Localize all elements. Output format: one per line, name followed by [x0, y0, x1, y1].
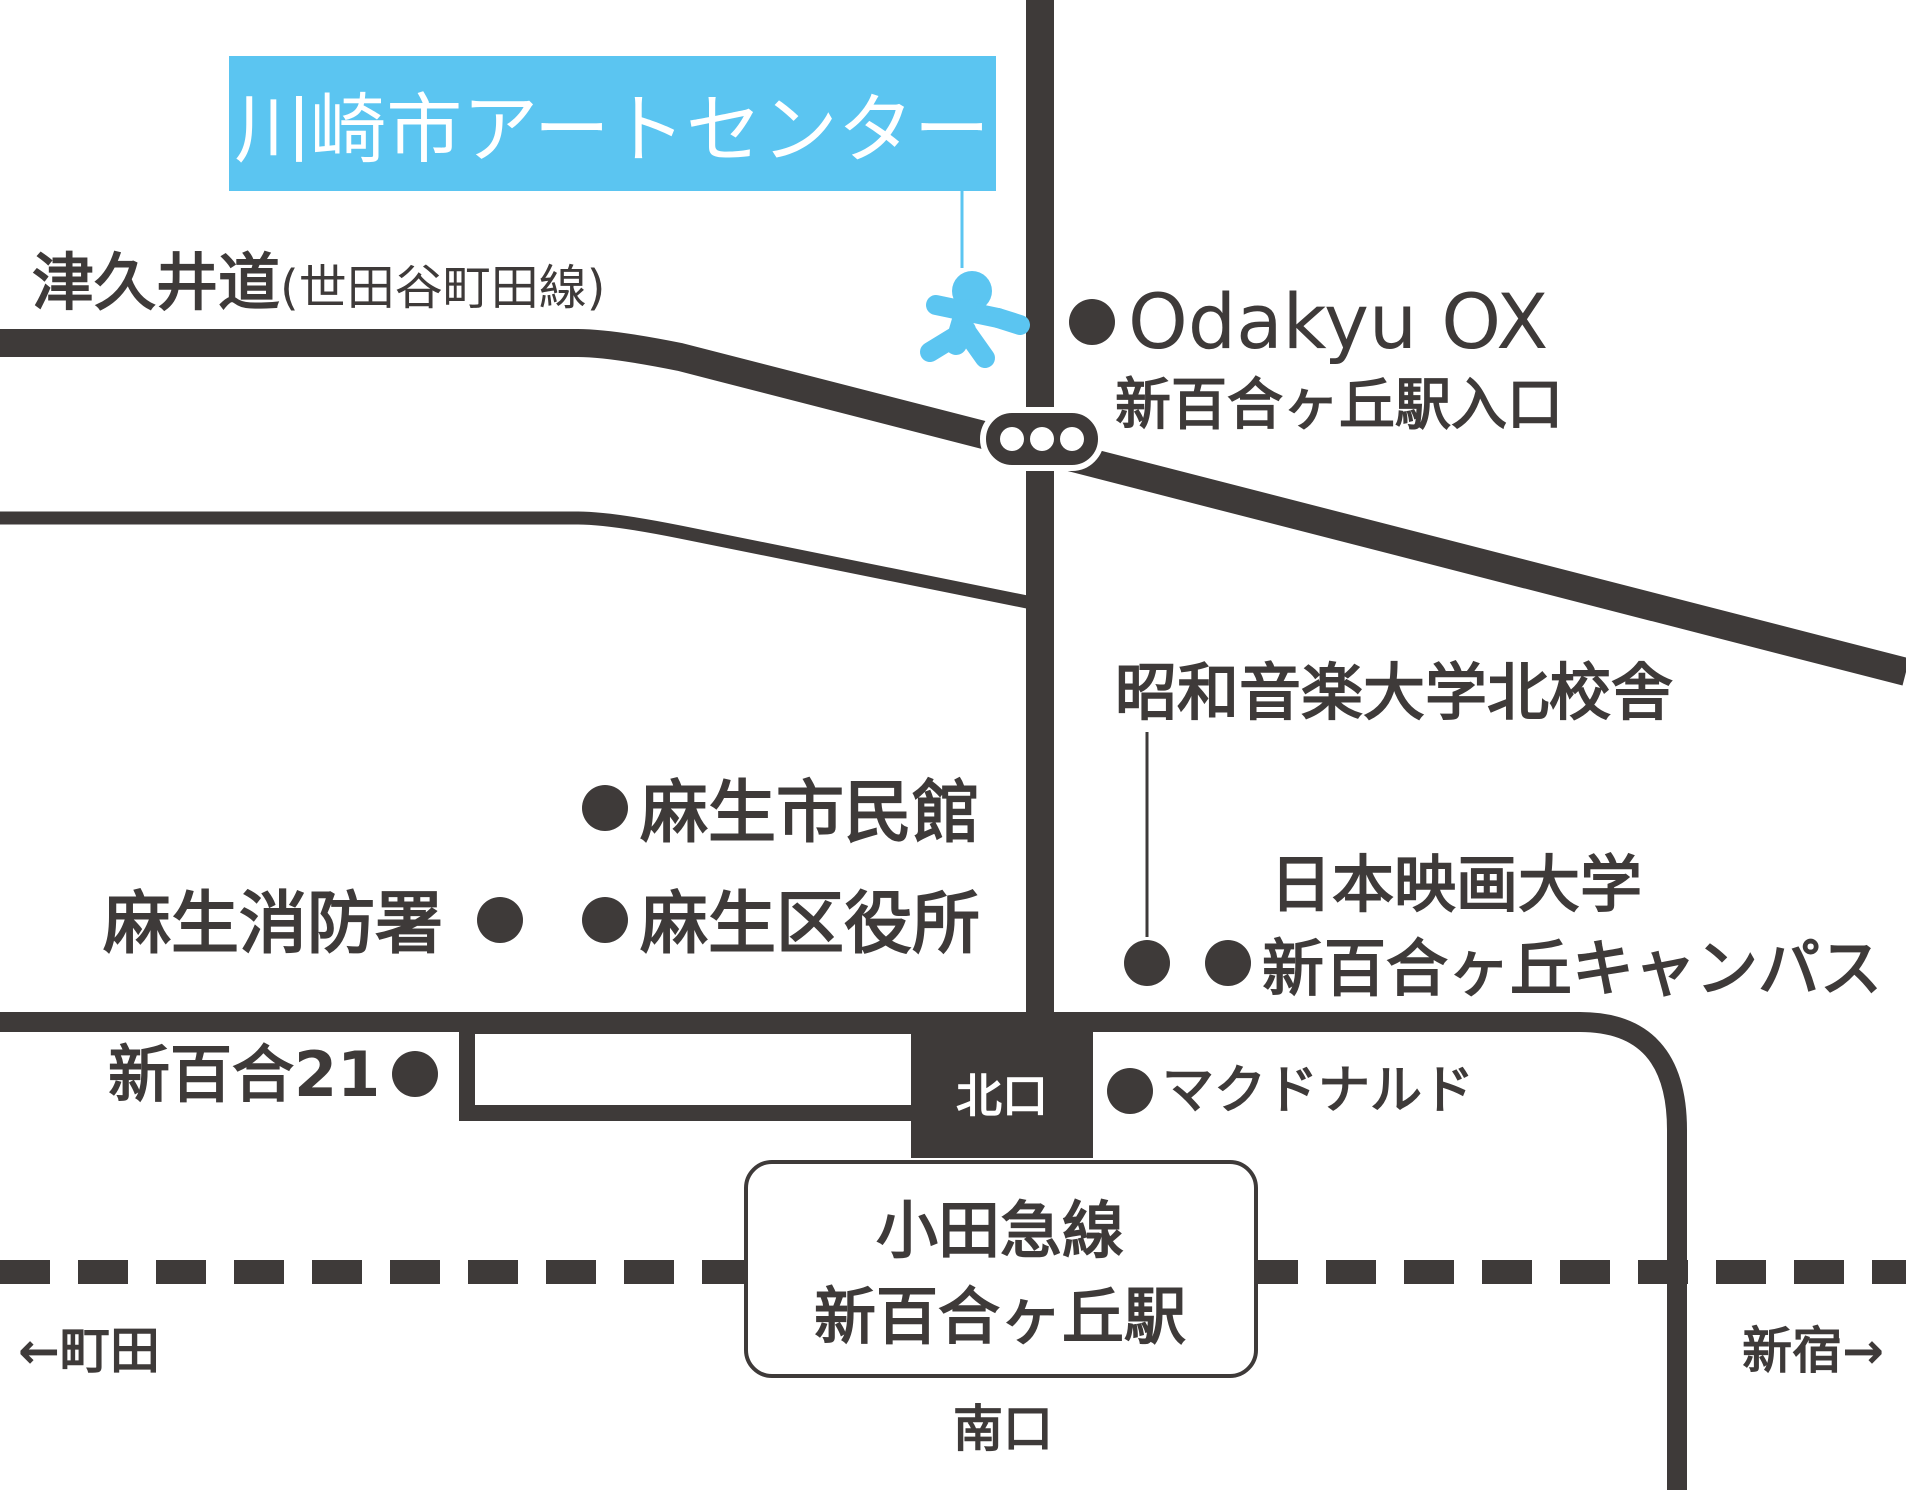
upper-side-road [0, 511, 1034, 610]
east-direction-label: 新宿→ [1742, 1322, 1884, 1380]
nihon-eiga-marker[interactable] [1205, 940, 1251, 986]
mcdonalds-label: マクドナルド [1162, 1061, 1474, 1121]
shinyuri21-label: 新百合21 [108, 1038, 380, 1111]
nihon-eiga-label-1: 日本映画大学 [1270, 848, 1642, 921]
west-direction-label: ←町田 [18, 1322, 160, 1380]
main-road-label: 津久井道(世田谷町田線) [32, 246, 605, 319]
station-box[interactable] [744, 1160, 1258, 1378]
odakyu-ox-marker[interactable] [1069, 299, 1115, 345]
traffic-light-icon[interactable] [980, 407, 1104, 471]
station-name-label: 新百合ヶ丘駅 [814, 1280, 1186, 1353]
asao-fire-marker[interactable] [477, 897, 523, 943]
nihon-eiga-label-2: 新百合ヶ丘キャンパス [1262, 932, 1882, 1005]
showa-music-label: 昭和音楽大学北校舎 [1115, 656, 1673, 729]
asao-ward-office-marker[interactable] [582, 897, 628, 943]
main-road-subname: (世田谷町田線) [280, 260, 605, 316]
destination-label-box[interactable] [229, 56, 996, 191]
odakyu-ox-label: Odakyu OX [1128, 277, 1548, 366]
north-exit-label: 北口 [956, 1069, 1048, 1123]
signal-name-label: 新百合ヶ丘駅入口 [1115, 373, 1563, 438]
south-exit-label: 南口 [953, 1400, 1053, 1458]
asao-civic-hall-marker[interactable] [582, 785, 628, 831]
destination-label: 川崎市アートセンター [234, 85, 989, 174]
north-exit-block [911, 1020, 1093, 1158]
mcdonalds-marker[interactable] [1107, 1068, 1153, 1114]
station-line-label: 小田急線 [876, 1194, 1124, 1267]
asao-fire-label: 麻生消防署 [103, 885, 443, 964]
asao-ward-office-label: 麻生区役所 [640, 885, 980, 964]
tsukui-road [0, 329, 1906, 686]
station-front-road [0, 1012, 1687, 1490]
showa-music-marker[interactable] [1124, 940, 1170, 986]
main-road-name: 津久井道 [32, 246, 280, 319]
asao-civic-hall-label: 麻生市民館 [640, 774, 980, 853]
person-icon[interactable] [920, 271, 1030, 368]
shinyuri21-marker[interactable] [392, 1051, 438, 1097]
rotary-box [459, 1018, 927, 1121]
